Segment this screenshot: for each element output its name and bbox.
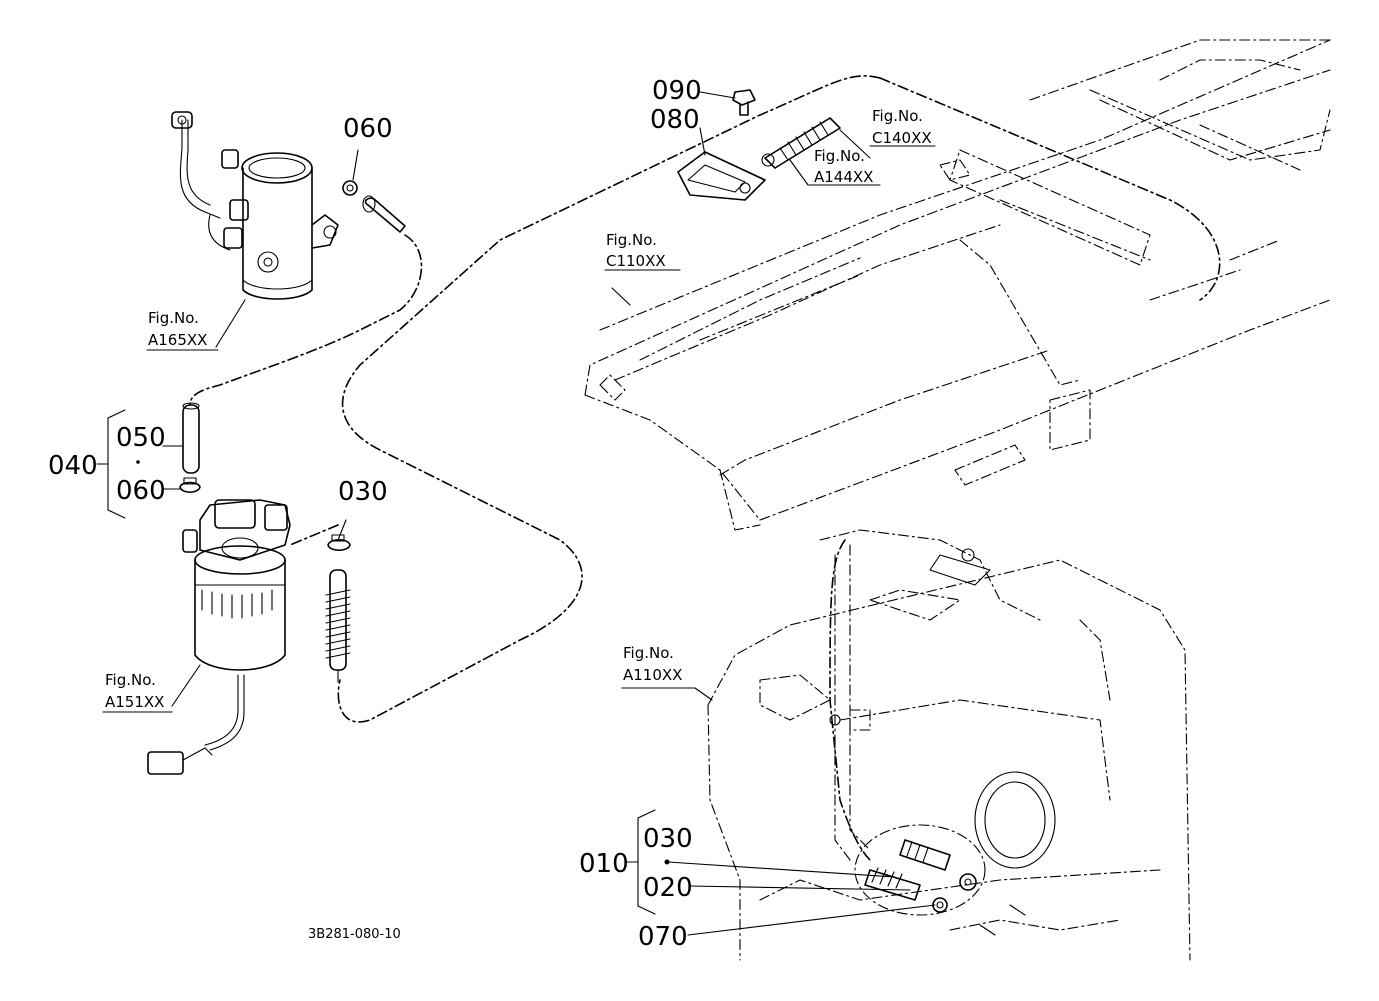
fuel-hose-routing [189,75,1221,861]
callout-060-left: 060 [116,476,166,506]
fuel-filter-assembly [147,499,291,775]
fig-ref-c110-code: C110XX [606,252,666,270]
fig-ref-a110-label: Fig.No. [623,644,674,662]
bracket-080 [677,151,766,201]
fig-ref-a144-label: Fig.No. [814,147,865,165]
spring-hose-top [761,117,841,169]
frame-outline [584,39,1331,531]
fig-ref-a165-code: A165XX [148,331,207,349]
bolt-090 [732,89,756,116]
fig-ref-a151-label: Fig.No. [105,671,156,689]
callout-020: 020 [643,873,693,903]
callout-080: 080 [650,105,700,135]
fuel-pump-assembly [171,111,339,300]
callout-050: 050 [116,423,166,453]
callout-030-bottom: 030 [643,824,693,854]
callout-030-top: 030 [338,477,388,507]
fig-ref-c140-code: C140XX [872,129,932,147]
callout-040: 040 [48,451,98,481]
callout-010: 010 [579,849,629,879]
tank-sender-assembly [829,709,1026,936]
group-bracket-040 [96,409,126,519]
callout-090: 090 [652,76,702,106]
callout-060-top: 060 [343,114,393,144]
fig-ref-a165-label: Fig.No. [148,309,199,327]
bullet-dot-010 [664,859,670,865]
hose-050 [179,402,201,494]
fig-ref-a151-code: A151XX [105,693,164,711]
fig-ref-c110-label: Fig.No. [606,231,657,249]
fuel-tank-outline [707,529,1191,961]
pump-outlet-hose [342,180,406,233]
hose-030-spring [325,534,351,683]
fig-ref-a144-code: A144XX [814,168,873,186]
fig-ref-a110-code: A110XX [623,666,682,684]
bullet-dot-040 [136,460,140,464]
group-bracket-010 [624,809,656,915]
diagram-code: 3B281-080-10 [308,927,401,942]
fig-ref-c140-label: Fig.No. [872,107,923,125]
leader-lines [102,91,936,936]
callout-070: 070 [638,922,688,952]
